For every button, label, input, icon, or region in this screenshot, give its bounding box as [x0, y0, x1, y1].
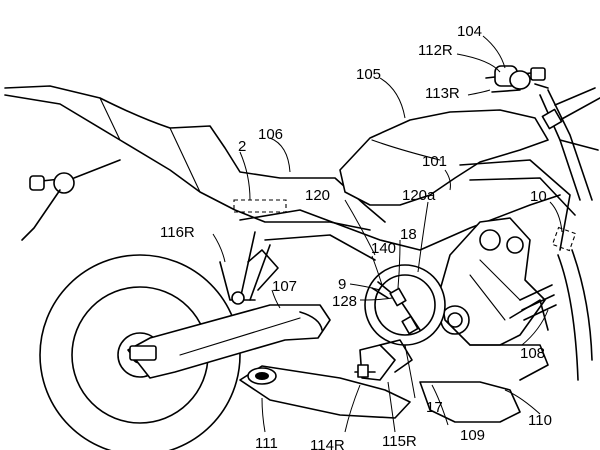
label-104: 104 [457, 23, 482, 40]
label-10: 10 [530, 188, 547, 205]
label-120: 120 [305, 187, 330, 204]
lower-bracket [354, 339, 413, 381]
label-105: 105 [356, 66, 381, 83]
main-frame [219, 159, 576, 305]
label-116R: 116R [160, 224, 195, 241]
label-17: 17 [426, 399, 443, 416]
label-120a: 120a [402, 187, 436, 204]
label-101: 101 [422, 153, 447, 170]
rear-indicator [21, 159, 121, 241]
exhaust [239, 365, 411, 419]
label-112R: 112R [418, 42, 453, 59]
handlebar [485, 65, 549, 93]
reference-labels: 104 112R 105 113R 106 2 101 120 120a 10 … [160, 23, 552, 450]
pivot-assembly [364, 264, 446, 346]
lower-cowl [419, 299, 549, 423]
label-9: 9 [338, 276, 346, 293]
label-111: 111 [255, 435, 278, 450]
label-107: 107 [272, 278, 297, 295]
label-115R: 115R [382, 433, 417, 450]
front-fork [539, 87, 600, 381]
engine [439, 217, 546, 346]
label-110: 110 [528, 412, 552, 429]
label-128: 128 [332, 293, 357, 310]
label-2: 2 [238, 138, 246, 155]
label-113R: 113R [425, 85, 460, 102]
label-108: 108 [520, 345, 545, 362]
leader-lines [212, 35, 563, 433]
front-cowl-lines [519, 284, 557, 321]
label-109: 109 [460, 427, 485, 444]
component-2-outline [233, 199, 287, 213]
rear-cowl [4, 85, 386, 231]
label-18: 18 [400, 226, 417, 243]
fuel-tank [339, 109, 549, 206]
label-114R: 114R [310, 437, 345, 450]
label-106: 106 [258, 126, 283, 143]
component-10-outline [551, 226, 577, 252]
swing-arm [127, 304, 331, 379]
label-140: 140 [371, 240, 396, 257]
